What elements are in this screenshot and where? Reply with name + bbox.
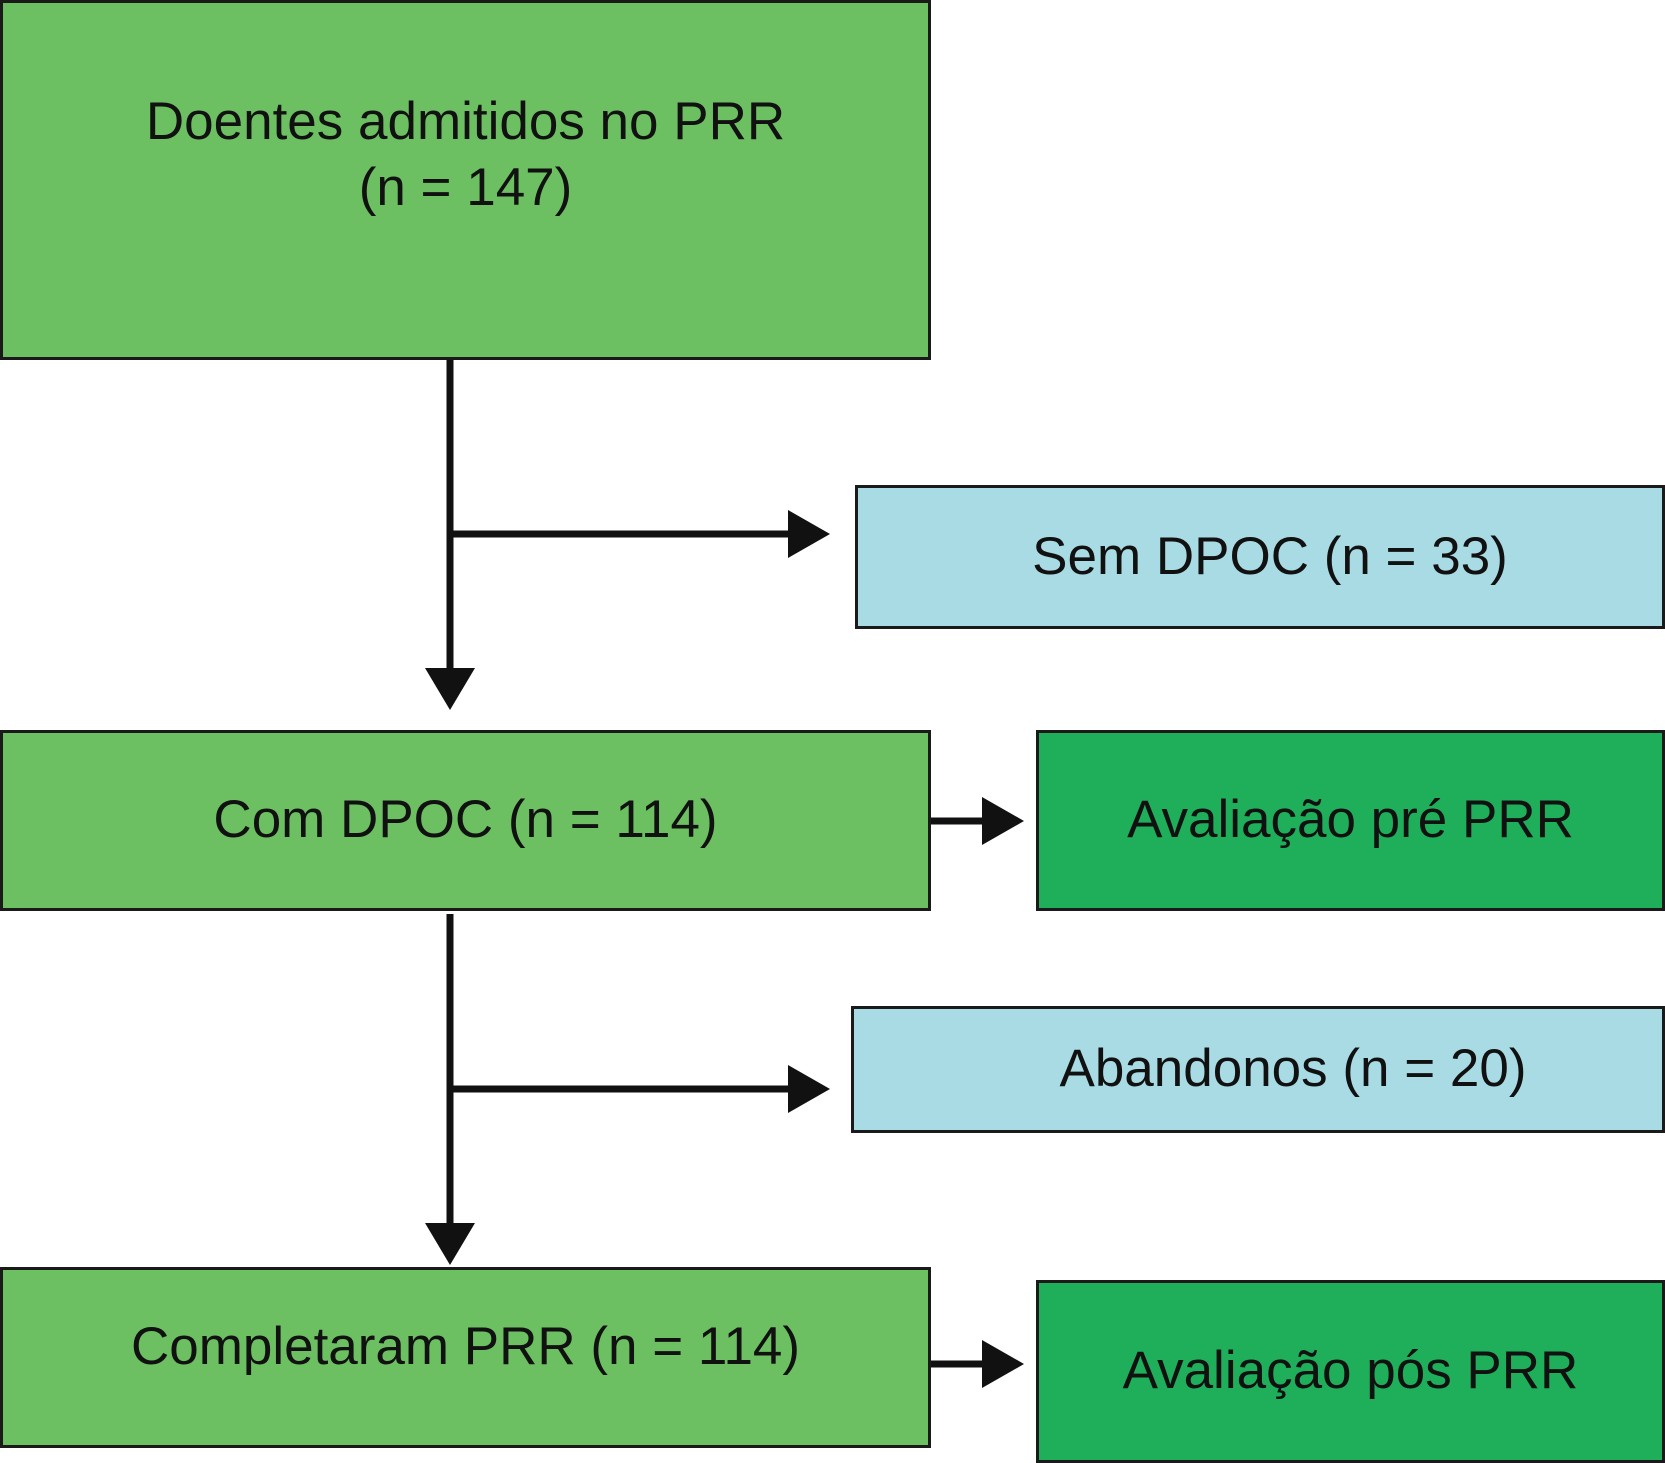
- arrowhead-right-abandonos: [788, 1065, 830, 1113]
- arrowhead-right-pre: [982, 797, 1024, 845]
- post-evaluation-box: Avaliação pós PRR: [1036, 1280, 1665, 1463]
- admitted-label: Doentes admitidos no PRR: [145, 91, 786, 151]
- arrowhead-down-completed: [425, 1223, 475, 1265]
- without-copd-box: Sem DPOC (n = 33): [855, 485, 1665, 629]
- without-copd-label: Sem DPOC (n = 33): [1032, 526, 1508, 586]
- completed-box: Completaram PRR (n = 114): [0, 1267, 931, 1448]
- with-copd-label: Com DPOC (n = 114): [213, 790, 718, 850]
- dropouts-label: Abandonos (n = 20): [1059, 1039, 1527, 1099]
- with-copd-box: Com DPOC (n = 114): [0, 730, 931, 911]
- pre-evaluation-label: Avaliação pré PRR: [1127, 790, 1574, 850]
- completed-label: Completaram PRR (n = 114): [130, 1317, 801, 1377]
- post-evaluation-label: Avaliação pós PRR: [1122, 1341, 1579, 1401]
- admitted-patients-box: Doentes admitidos no PRR (n = 147): [0, 0, 931, 360]
- arrowhead-right-pos: [982, 1340, 1024, 1388]
- admitted-count: (n = 147): [358, 158, 573, 217]
- arrowhead-down-com: [425, 668, 475, 710]
- arrowhead-right-sem: [788, 510, 830, 558]
- dropouts-box: Abandonos (n = 20): [851, 1006, 1665, 1133]
- pre-evaluation-box: Avaliação pré PRR: [1036, 730, 1665, 911]
